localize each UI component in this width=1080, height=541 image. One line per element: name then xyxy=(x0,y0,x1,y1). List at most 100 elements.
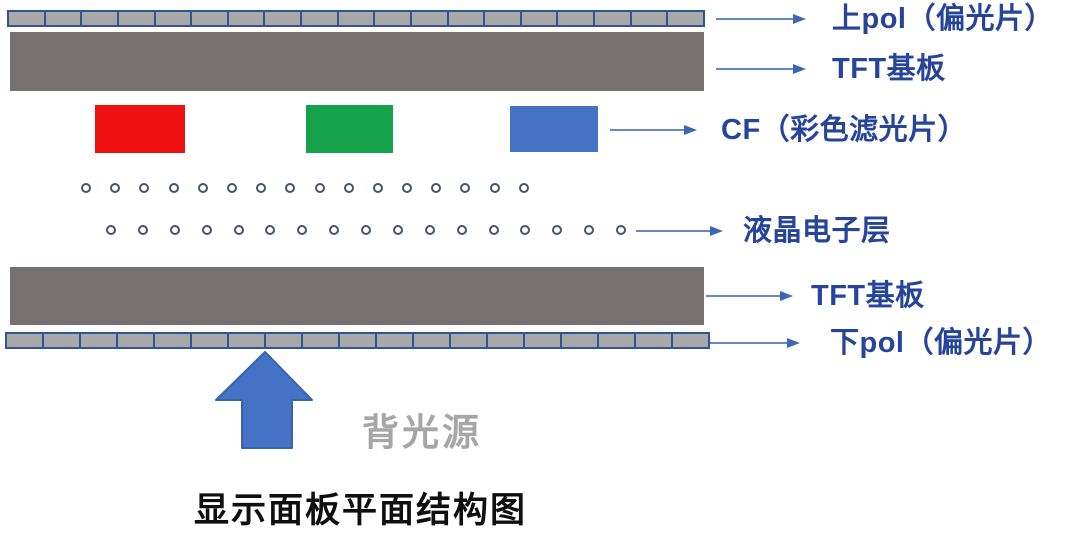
lc-molecule-dot xyxy=(81,183,91,193)
arrow-right-icon xyxy=(780,291,793,301)
bottom-polarizer-label: 下pol（偏光片） xyxy=(830,326,1052,359)
polarizer-segment xyxy=(595,12,632,25)
top-polarizer-bar xyxy=(7,10,705,27)
color-filter-green xyxy=(306,105,393,153)
lc-molecule-dot xyxy=(265,225,276,235)
polarizer-segment xyxy=(668,12,703,25)
polarizer-segment xyxy=(632,12,669,25)
bottom-tft-label: TFT基板 xyxy=(811,279,925,312)
arrow-right-icon xyxy=(684,125,697,135)
lc-molecule-dot xyxy=(110,183,121,193)
polarizer-segment xyxy=(673,334,708,347)
polarizer-segment xyxy=(449,12,486,25)
polarizer-segment xyxy=(266,334,303,347)
lc-molecule-dot xyxy=(392,225,403,235)
lc-molecule-dot xyxy=(488,225,499,235)
liquid-crystal-label: 液晶电子层 xyxy=(743,214,891,247)
polarizer-segment xyxy=(558,12,595,25)
polarizer-segment xyxy=(414,334,451,347)
callout-bottom-polarizer: 下pol（偏光片） xyxy=(710,327,1052,359)
lc-molecule-dot xyxy=(343,183,354,193)
polarizer-segment xyxy=(7,334,44,347)
arrow-right-icon xyxy=(793,14,806,24)
polarizer-segment xyxy=(599,334,636,347)
polarizer-segment xyxy=(485,12,522,25)
liquid-crystal-dot-row-1 xyxy=(81,183,529,193)
lc-molecule-dot xyxy=(233,225,244,235)
polarizer-segment xyxy=(119,12,156,25)
color-filter-label: CF（彩色滤光片） xyxy=(721,113,968,146)
arrow-line xyxy=(706,295,780,297)
lc-molecule-dot xyxy=(168,183,179,193)
lc-molecule-dot xyxy=(361,225,371,235)
backlight-up-arrow-icon xyxy=(215,351,313,449)
callout-color-filter: CF（彩色滤光片） xyxy=(610,114,967,146)
callout-bottom-tft: TFT基板 xyxy=(706,280,925,312)
arrow-line xyxy=(636,230,710,232)
polarizer-segment xyxy=(488,334,525,347)
lc-molecule-dot xyxy=(329,225,340,235)
polarizer-segment xyxy=(46,12,83,25)
lc-molecule-dot xyxy=(169,225,180,235)
polarizer-segment xyxy=(412,12,449,25)
color-filter-blue xyxy=(510,106,598,152)
liquid-crystal-dot-row-2 xyxy=(106,225,626,235)
lc-molecule-dot xyxy=(456,225,467,235)
callout-liquid-crystal: 液晶电子层 xyxy=(636,215,891,247)
polarizer-segment xyxy=(229,334,266,347)
polarizer-segment xyxy=(82,12,119,25)
top-tft-substrate xyxy=(10,32,704,91)
arrow-line xyxy=(716,18,793,20)
polarizer-segment xyxy=(339,12,376,25)
lc-molecule-dot xyxy=(424,225,435,235)
polarizer-segment xyxy=(340,334,377,347)
polarizer-segment xyxy=(303,334,340,347)
polarizer-segment xyxy=(118,334,155,347)
polarizer-segment xyxy=(156,12,193,25)
lc-molecule-dot xyxy=(518,183,529,193)
lc-molecule-dot xyxy=(402,183,413,193)
polarizer-segment xyxy=(522,12,559,25)
polarizer-segment xyxy=(562,334,599,347)
polarizer-segment xyxy=(155,334,192,347)
lc-molecule-dot xyxy=(201,225,212,235)
top-tft-label: TFT基板 xyxy=(832,52,946,85)
polarizer-segment xyxy=(265,12,302,25)
lc-molecule-dot xyxy=(314,183,325,193)
lc-molecule-dot xyxy=(552,225,563,235)
backlight-label: 背光源 xyxy=(362,412,482,453)
polarizer-segment xyxy=(377,334,414,347)
polarizer-segment xyxy=(81,334,118,347)
polarizer-segment xyxy=(44,334,81,347)
lc-molecule-dot xyxy=(139,183,150,193)
polarizer-segment xyxy=(9,12,46,25)
lc-molecule-dot xyxy=(584,225,595,235)
bottom-tft-substrate xyxy=(10,267,704,325)
lc-molecule-dot xyxy=(256,183,267,193)
arrow-line xyxy=(610,129,684,131)
lc-molecule-dot xyxy=(106,225,116,235)
lc-molecule-dot xyxy=(520,225,531,235)
polarizer-segment xyxy=(192,334,229,347)
lc-molecule-dot xyxy=(431,183,442,193)
arrow-line xyxy=(716,68,793,70)
polarizer-segment xyxy=(192,12,229,25)
top-polarizer-label: 上pol（偏光片） xyxy=(832,2,1054,35)
polarizer-segment xyxy=(229,12,266,25)
polarizer-segment xyxy=(451,334,488,347)
polarizer-segment xyxy=(525,334,562,347)
lc-molecule-dot xyxy=(489,183,500,193)
arrow-right-icon xyxy=(793,64,806,74)
callout-top-tft: TFT基板 xyxy=(716,53,946,85)
lc-molecule-dot xyxy=(297,225,308,235)
lc-molecule-dot xyxy=(616,225,626,235)
arrow-right-icon xyxy=(710,226,723,236)
arrow-right-icon xyxy=(787,338,800,348)
lc-molecule-dot xyxy=(460,183,471,193)
polarizer-segment xyxy=(302,12,339,25)
polarizer-segment xyxy=(636,334,673,347)
lc-molecule-dot xyxy=(197,183,208,193)
lc-molecule-dot xyxy=(137,225,148,235)
lc-molecule-dot xyxy=(285,183,296,193)
